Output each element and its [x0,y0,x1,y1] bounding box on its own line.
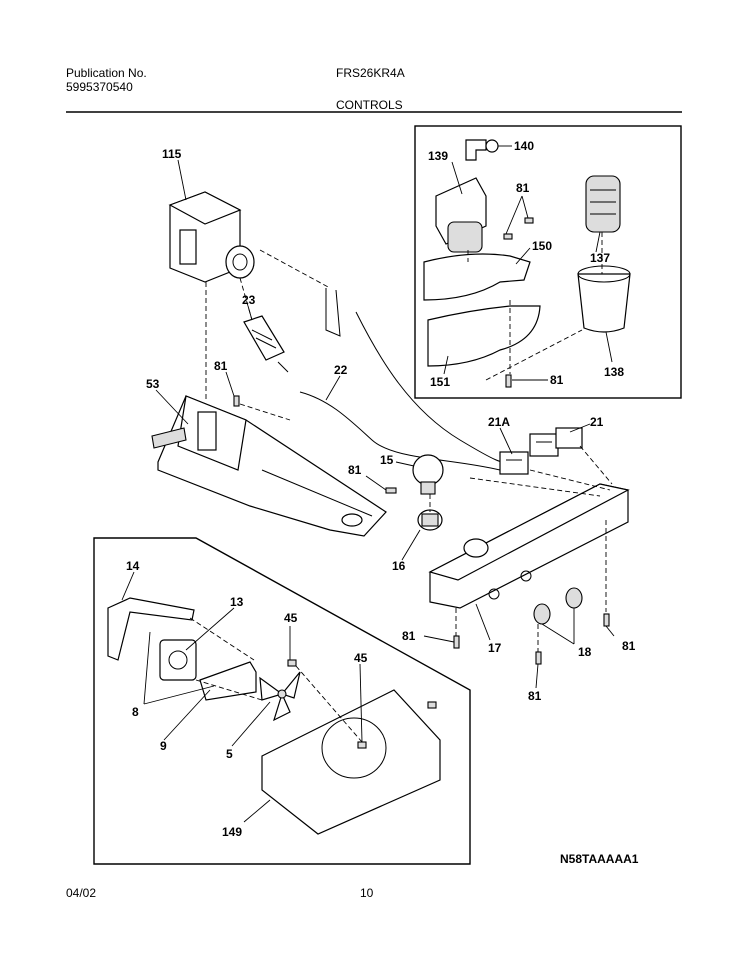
callout-149: 149 [222,825,242,839]
footer-date: 04/02 [66,886,97,900]
model-number: FRS26KR4A [336,66,405,80]
diagram-code: N58TAAAAA1 [560,852,639,866]
part-16-lamp-socket [417,509,443,531]
callout-81: 81 [528,689,542,703]
callout-18: 18 [578,645,592,659]
part-151-filter-cover-lower [427,305,541,367]
part-18-knobs [533,587,583,625]
callout-9: 9 [160,739,167,753]
section-title: CONTROLS [336,98,403,112]
part-137-filter-cartridge [585,175,621,233]
part-149-fan-shroud [261,689,441,835]
alignment-guides [189,232,613,743]
callout-22: 22 [334,363,348,377]
callout-21: 21 [590,415,604,429]
part-5-fan-blade [259,671,301,722]
part-13-fan-motor [159,639,197,681]
part-53-control-housing [151,395,387,537]
part-115-control-box [168,191,255,283]
callout-23: 23 [242,293,256,307]
leader-lines [121,145,615,823]
publication-label: Publication No. [66,66,147,80]
callout-13: 13 [230,595,244,609]
callout-15: 15 [380,453,394,467]
part-140-elbow-fitting [465,139,499,161]
callout-8: 8 [132,705,139,719]
callout-137: 137 [590,251,610,265]
fan-inset-frame [93,537,471,865]
part-14-motor-bracket [107,597,195,661]
callout-115: 115 [162,147,182,161]
callout-53: 53 [146,377,160,391]
part-139-filter-head [435,177,487,253]
page-number: 10 [360,886,374,900]
callout-138: 138 [604,365,624,379]
callout-81: 81 [348,463,362,477]
callout-16: 16 [392,559,406,573]
part-138-filter-bowl [577,265,631,333]
callout-labels: 115 23 53 81 22 81 15 16 21A 21 17 18 81… [126,139,636,839]
part-21-switches [499,427,583,475]
callout-81: 81 [402,629,416,643]
publication-number: 5995370540 [66,80,133,94]
part-150-filter-cover-upper [423,253,531,301]
callout-140: 140 [514,139,534,153]
callout-45: 45 [284,611,298,625]
callout-139: 139 [428,149,448,163]
callout-81: 81 [516,181,530,195]
callout-45: 45 [354,651,368,665]
filter-inset-frame [414,125,682,399]
callout-81: 81 [214,359,228,373]
callout-17: 17 [488,641,502,655]
screws-81 [233,217,610,665]
part-9-motor-bracket-lower [199,661,257,701]
part-23-circuit-board [243,315,289,373]
callout-151: 151 [430,375,450,389]
callout-81: 81 [622,639,636,653]
callout-14: 14 [126,559,140,573]
part-17-light-housing [428,483,630,609]
callout-5: 5 [226,747,233,761]
callout-21a: 21A [488,415,510,429]
callout-150: 150 [532,239,552,253]
callout-81: 81 [550,373,564,387]
part-15-light-bulb [412,454,444,495]
